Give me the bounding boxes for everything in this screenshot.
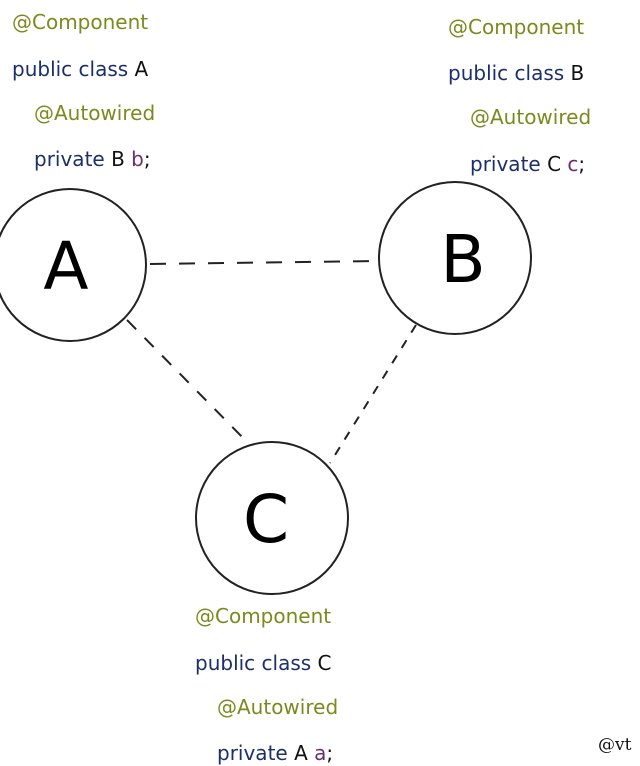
node-c-circle [195, 441, 349, 595]
class-b-field: private C c; [470, 152, 585, 176]
class-b-declaration-prefix: public class [448, 61, 565, 85]
edge-b-c [329, 324, 417, 464]
class-a-field-modifier: private [34, 147, 105, 171]
class-c-annotation: @Component [195, 604, 332, 628]
class-b-annotation: @Component [448, 15, 585, 39]
class-b-declaration: public class B [448, 61, 584, 85]
class-b-name: B [570, 61, 585, 85]
class-b-field-name: c [567, 152, 579, 176]
edge-a-b [149, 260, 381, 265]
edge-a-c [126, 319, 253, 448]
node-a: A [0, 188, 147, 342]
node-c: C [195, 441, 349, 595]
class-a-field-type: B [111, 147, 125, 171]
class-a-field-terminator: ; [143, 147, 151, 171]
class-a-annotation: @Component [12, 10, 149, 34]
class-b-field-terminator: ; [578, 152, 586, 176]
class-c-field-type: A [294, 741, 308, 765]
class-a-field-annotation: @Autowired [34, 101, 156, 125]
node-a-label: A [43, 228, 88, 305]
node-b-label: B [440, 221, 485, 298]
class-c-declaration: public class C [195, 651, 332, 675]
node-b-circle [378, 181, 532, 335]
class-a-declaration-prefix: public class [12, 57, 129, 81]
class-b-field-type: C [547, 152, 562, 176]
class-c-field: private A a; [217, 741, 333, 765]
class-c-declaration-prefix: public class [195, 651, 312, 675]
class-a-declaration: public class A [12, 57, 148, 81]
class-c-name: C [317, 651, 332, 675]
class-c-field-name: a [314, 741, 327, 765]
class-a-field: private B b; [34, 147, 151, 171]
class-b-field-modifier: private [470, 152, 541, 176]
class-c-field-modifier: private [217, 741, 288, 765]
class-a-name: A [134, 57, 149, 81]
node-b: B [378, 181, 532, 335]
class-b-field-annotation: @Autowired [470, 105, 592, 129]
class-a-field-name: b [131, 147, 144, 171]
class-c-field-annotation: @Autowired [217, 695, 339, 719]
node-a-circle [0, 188, 147, 342]
class-c-field-terminator: ; [326, 741, 334, 765]
node-c-label: C [243, 481, 289, 558]
watermark: @vt [598, 735, 632, 755]
